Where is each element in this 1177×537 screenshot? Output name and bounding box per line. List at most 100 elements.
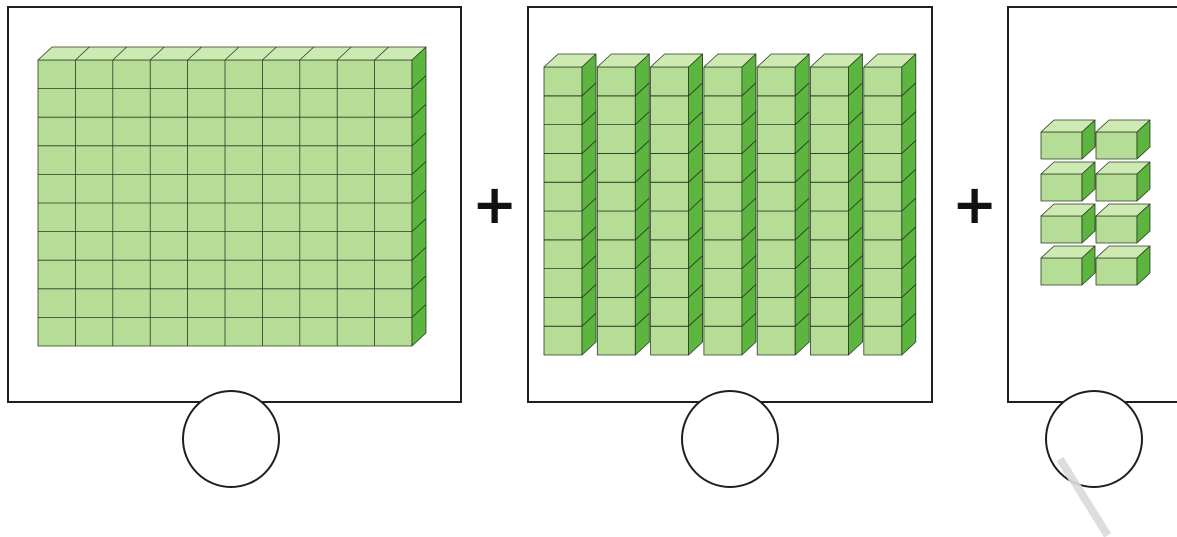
cube-front	[863, 152, 903, 183]
cube-front	[1095, 215, 1138, 244]
hundred-flat	[37, 46, 427, 347]
cube-front	[810, 152, 849, 183]
ten-rod	[703, 53, 757, 356]
ten-rod	[756, 53, 810, 356]
cube-side	[634, 53, 650, 97]
unit-cube	[543, 53, 597, 97]
answer-circle-tens[interactable]	[681, 390, 779, 488]
cube-front	[650, 296, 689, 327]
answer-circle-hundreds[interactable]	[182, 390, 280, 488]
cube-front	[596, 181, 636, 212]
flat-side-line	[411, 75, 427, 89]
flat-side-line	[411, 218, 427, 232]
cube-side	[1081, 161, 1096, 202]
flat-side-line	[411, 189, 427, 204]
cube-front	[810, 268, 849, 298]
cube-front	[650, 268, 689, 298]
tens-rods	[543, 53, 917, 356]
cube-front	[1040, 131, 1083, 160]
cube-side	[581, 53, 597, 97]
cube-front	[1095, 257, 1138, 286]
flat-top-line	[149, 46, 165, 61]
cube-front	[1040, 215, 1083, 244]
cube-front	[703, 325, 743, 356]
cube-front	[650, 325, 689, 356]
one-unit-cube	[1040, 203, 1096, 244]
cube-front	[810, 296, 849, 327]
cube-front	[596, 152, 636, 183]
cube-front	[863, 210, 903, 241]
cube-front	[756, 325, 796, 356]
cube-front	[863, 95, 903, 125]
flat-top-line	[224, 46, 240, 61]
cube-side	[848, 53, 863, 97]
cube-front	[863, 181, 903, 212]
cube-front	[543, 66, 583, 97]
cube-front	[863, 124, 903, 154]
cube-front	[703, 296, 743, 327]
cube-front	[650, 66, 689, 97]
ten-rod	[650, 53, 703, 356]
cube-front	[810, 325, 849, 356]
ten-rod	[596, 53, 650, 356]
one-unit-cube	[1040, 245, 1096, 286]
cube-front	[810, 181, 849, 212]
cube-front	[650, 239, 689, 270]
cube-side	[1136, 161, 1151, 202]
cube-front	[1095, 173, 1138, 202]
answer-circle-ones[interactable]	[1045, 390, 1143, 488]
cube-front	[703, 152, 743, 183]
cube-front	[596, 95, 636, 125]
cube-front	[650, 152, 689, 183]
cube-front	[543, 210, 583, 241]
cube-front	[543, 124, 583, 154]
cube-front	[863, 268, 903, 298]
flat-side-line	[411, 246, 427, 261]
cube-front	[1095, 131, 1138, 160]
cube-front	[703, 181, 743, 212]
cube-front	[543, 296, 583, 327]
cube-side	[1136, 119, 1151, 160]
cube-front	[810, 66, 849, 97]
cube-front	[810, 95, 849, 125]
one-unit-cube	[1095, 161, 1151, 202]
hundreds-flat	[37, 46, 427, 347]
unit-cube	[863, 53, 917, 97]
flat-side-line	[411, 275, 427, 290]
cube-side	[1081, 203, 1096, 244]
flat-top-line	[336, 46, 352, 61]
cube-front	[863, 239, 903, 270]
cube-side	[1136, 203, 1151, 244]
flat-side-line	[411, 132, 427, 147]
cube-front	[810, 124, 849, 154]
cube-side	[901, 53, 917, 97]
cube-front	[1040, 257, 1083, 286]
cube-front	[756, 239, 796, 270]
one-unit-cube	[1040, 119, 1096, 160]
cube-side	[1081, 119, 1096, 160]
cube-front	[1040, 173, 1083, 202]
cube-front	[810, 210, 849, 241]
ten-rod	[810, 53, 863, 356]
flat-top-line	[75, 46, 90, 61]
cube-front	[756, 181, 796, 212]
flat-side-line	[411, 161, 427, 175]
cube-front	[596, 296, 636, 327]
cube-front	[543, 325, 583, 356]
cube-front	[543, 95, 583, 125]
cube-front	[756, 124, 796, 154]
cube-front	[703, 66, 743, 97]
cube-front	[596, 268, 636, 298]
flat-top-line	[187, 46, 202, 61]
cube-front	[703, 210, 743, 241]
cube-front	[863, 325, 903, 356]
cube-front	[543, 239, 583, 270]
cube-front	[596, 239, 636, 270]
flat-side-line	[411, 304, 427, 318]
cube-front	[650, 210, 689, 241]
flat-top-line	[112, 46, 128, 61]
one-unit-cube	[1095, 119, 1151, 160]
cube-front	[596, 124, 636, 154]
cube-front	[810, 239, 849, 270]
cube-front	[863, 296, 903, 327]
